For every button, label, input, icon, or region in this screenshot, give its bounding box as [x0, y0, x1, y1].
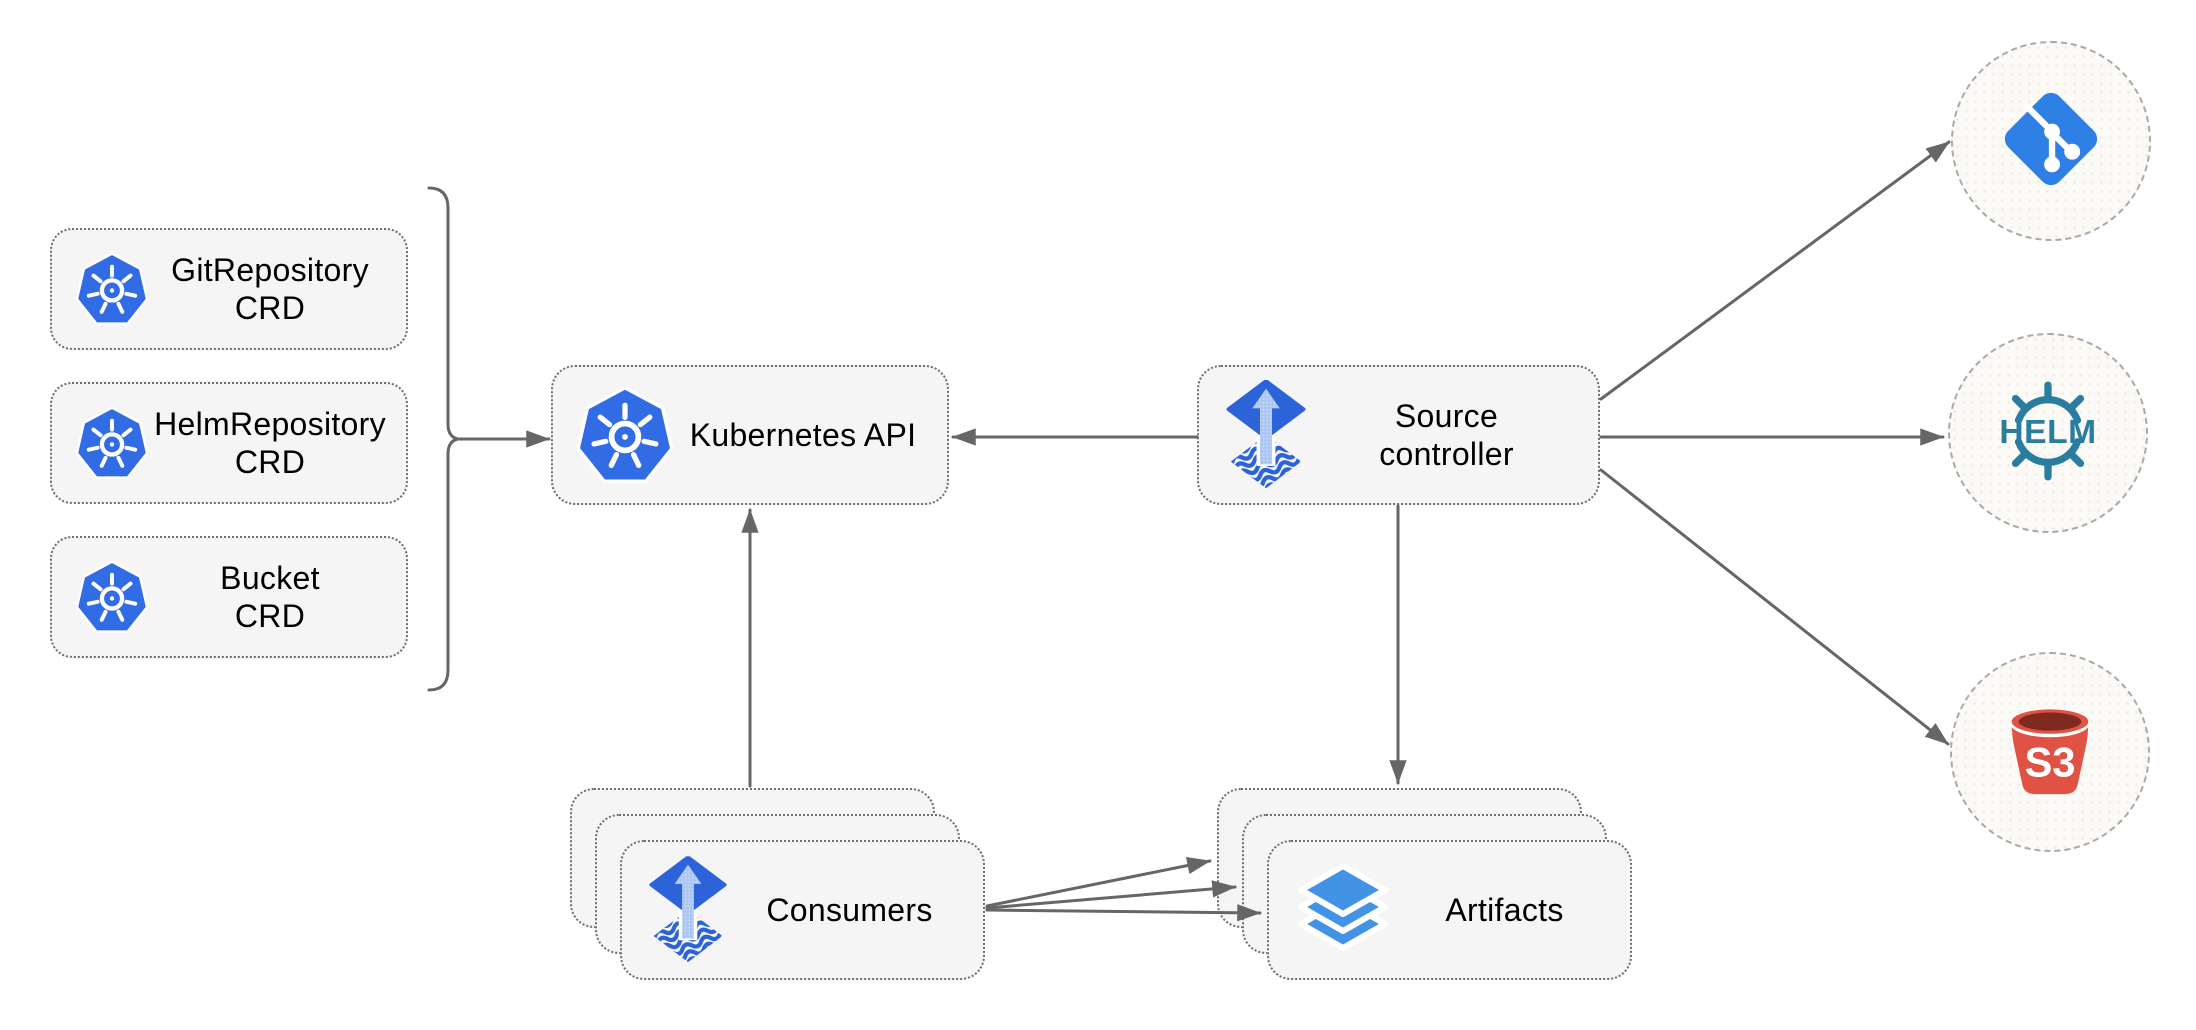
- kubernetes-icon: [76, 253, 148, 325]
- node-bucket-crd: Bucket CRD: [50, 536, 408, 658]
- node-helmrepository-crd: HelmRepository CRD: [50, 382, 408, 504]
- edge-source-controller-to-s3: [1599, 468, 1950, 746]
- node-label: Kubernetes API: [689, 416, 917, 453]
- node-label: GitRepository CRD: [171, 251, 369, 326]
- node-label: Artifacts: [1445, 891, 1564, 928]
- node-label: HelmRepository CRD: [154, 405, 386, 480]
- node-label: Bucket CRD: [220, 559, 320, 634]
- node-kubernetes-api: Kubernetes API: [551, 365, 949, 505]
- node-consumers: Consumers: [620, 840, 985, 980]
- edge-consumers-to-artifacts-1: [985, 857, 1212, 908]
- s3-icon-text: S3: [2024, 738, 2075, 785]
- node-artifacts: Artifacts: [1267, 840, 1632, 980]
- flux-source-controller-icon: [1223, 380, 1309, 490]
- node-gitrepository-crd: GitRepository CRD: [50, 228, 408, 350]
- flux-source-controller-icon: [646, 856, 730, 964]
- edge-consumers-to-artifacts-2: [985, 880, 1237, 910]
- crd-group-bracket: [427, 186, 459, 692]
- kubernetes-icon: [76, 561, 148, 633]
- artifacts-layers-icon: [1293, 860, 1393, 960]
- node-helm-source: HELM: [1948, 333, 2148, 533]
- node-label: Consumers: [766, 891, 933, 928]
- s3-bucket-icon: S3: [1992, 692, 2108, 813]
- node-source-controller: Source controller: [1197, 365, 1600, 505]
- node-label: Source controller: [1379, 397, 1514, 472]
- kubernetes-icon: [76, 407, 148, 479]
- edge-source-controller-to-git: [1599, 140, 1951, 401]
- node-s3-source: S3: [1950, 652, 2150, 852]
- helm-icon-text: HELM: [1999, 413, 2096, 450]
- helm-icon: HELM: [1992, 375, 2104, 492]
- git-icon: [1998, 86, 2104, 197]
- kubernetes-icon: [577, 387, 673, 483]
- node-git-source: [1951, 41, 2151, 241]
